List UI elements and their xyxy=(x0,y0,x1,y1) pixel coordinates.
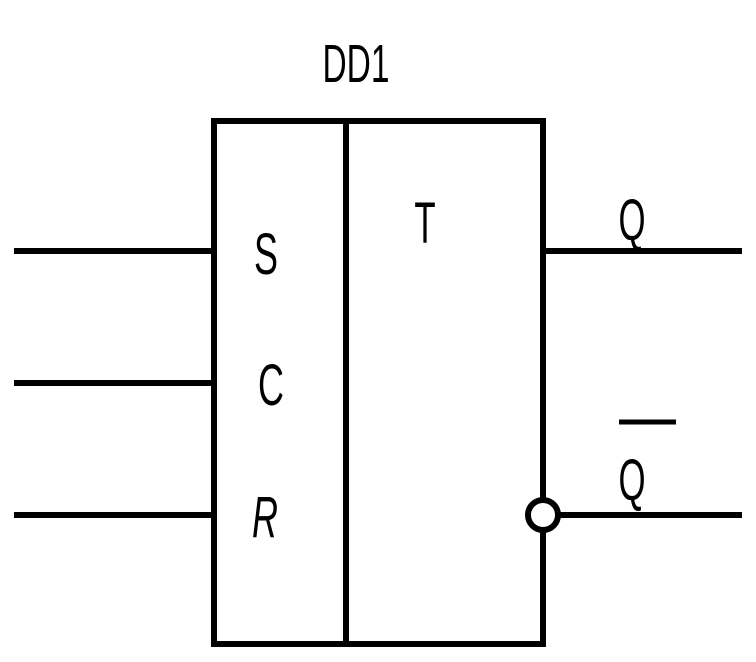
function-label: T xyxy=(414,192,435,256)
output-label-q: Q xyxy=(618,189,645,253)
designator-label: DD1 xyxy=(323,33,390,94)
input-label-r: R xyxy=(252,485,278,550)
inversion-circle xyxy=(525,497,561,533)
input-label-c: C xyxy=(258,353,284,418)
output-label-q-bar: Q xyxy=(618,449,645,513)
input-label-s: S xyxy=(254,222,278,287)
